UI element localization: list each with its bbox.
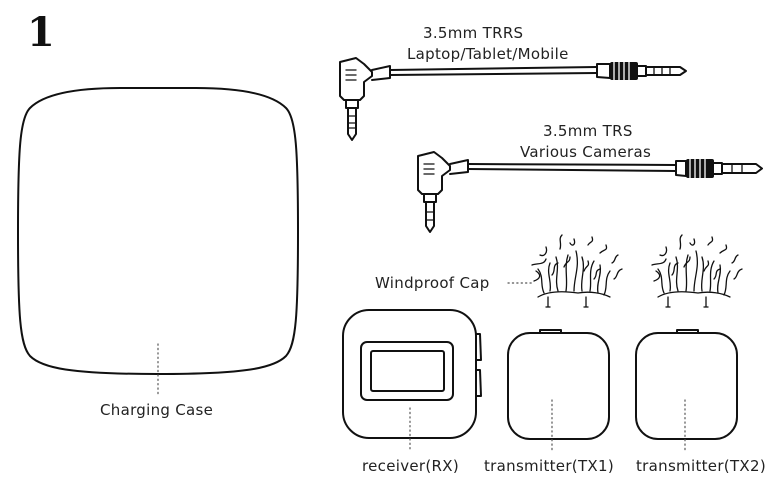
transmitter-1-mic-port	[539, 329, 562, 334]
transmitter-2-label: transmitter(TX2)	[636, 457, 766, 475]
trrs-straight-plug	[596, 63, 611, 79]
trrs-cable-label-type: 3.5mm TRRS	[423, 24, 523, 42]
trrs-cable-label-devices: Laptop/Tablet/Mobile	[407, 45, 569, 63]
trs-cable-label-type: 3.5mm TRS	[543, 122, 633, 140]
trs-cable: 3.5mm TRS Various Cameras	[417, 122, 763, 233]
trrs-angled-plug	[339, 57, 373, 101]
receiver-body	[342, 309, 477, 439]
trs-straight-plug	[675, 160, 687, 177]
transmitter-2: transmitter(TX2)	[635, 329, 766, 475]
transmitter-1: transmitter(TX1)	[484, 329, 614, 475]
trs-cable-label-devices: Various Cameras	[520, 143, 651, 161]
windproof-cap-label: Windproof Cap	[375, 274, 490, 292]
transmitter-1-body	[507, 332, 610, 440]
receiver-screen	[370, 350, 445, 392]
receiver-label: receiver(RX)	[362, 457, 459, 475]
windproof-cap-1	[531, 234, 623, 308]
trrs-cable: 3.5mm TRRS Laptop/Tablet/Mobile	[339, 24, 687, 141]
charging-case: Charging Case	[17, 87, 299, 419]
trs-angled-plug	[417, 151, 451, 195]
transmitter-2-body	[635, 332, 738, 440]
windproof-cap-2	[651, 234, 743, 308]
charging-case-body	[17, 87, 299, 375]
receiver-screen-bezel	[360, 341, 454, 401]
receiver-side-button-bottom	[475, 369, 482, 397]
windproof-caps: Windproof Cap	[375, 234, 743, 308]
transmitter-1-label: transmitter(TX1)	[484, 457, 614, 475]
receiver-side-button-top	[475, 333, 482, 361]
transmitter-2-mic-port	[676, 329, 699, 334]
step-number: 1	[27, 9, 55, 56]
receiver: receiver(RX)	[342, 309, 482, 475]
charging-case-label: Charging Case	[100, 401, 213, 419]
